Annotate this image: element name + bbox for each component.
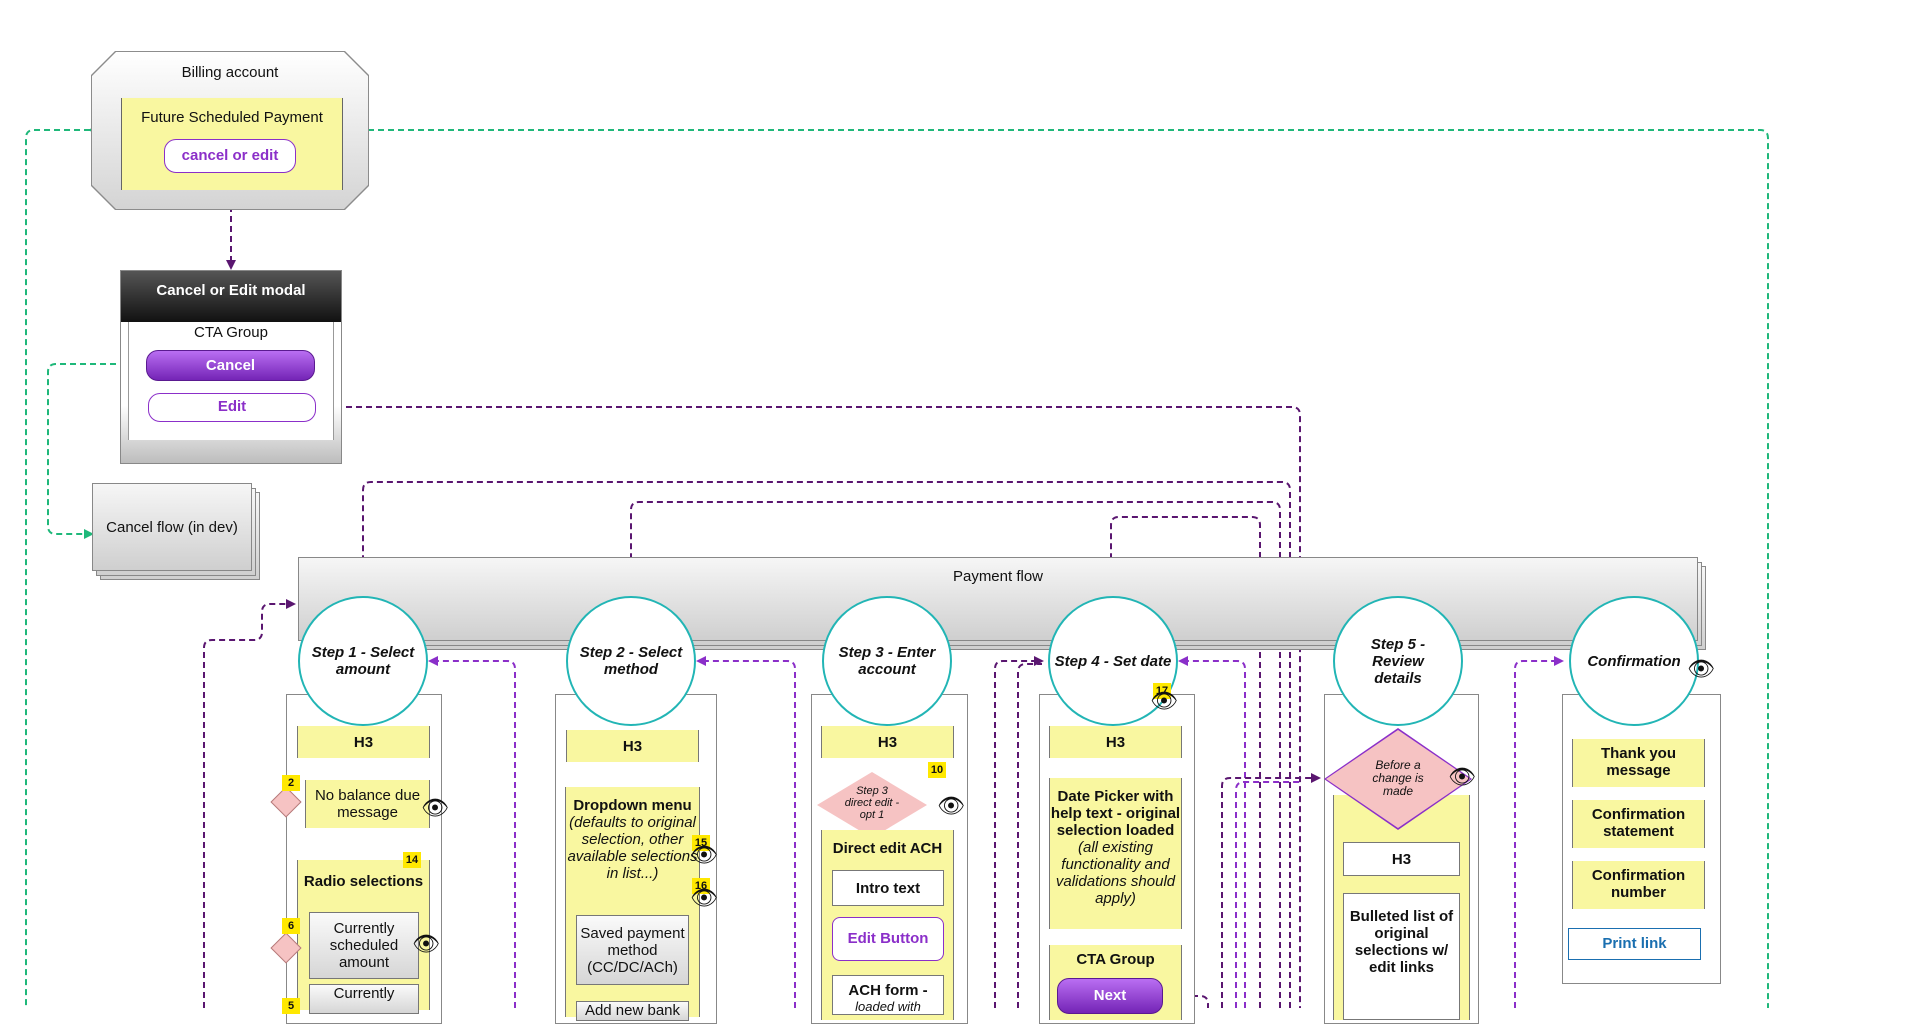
bulleted-list: Bulleted list of original selections w/ … [1343, 893, 1460, 1020]
saved-payment-label: Saved payment method (CC/DC/ACh) [580, 924, 685, 976]
step3-label: Step 3 - Enter account [838, 644, 936, 678]
confirmation-circle[interactable]: Confirmation [1569, 596, 1699, 726]
confirmation-label: Confirmation [1587, 652, 1681, 670]
cancel-flow-label: Cancel flow (in dev) [106, 518, 238, 536]
add-new-bank-label: Add new bank [584, 1002, 681, 1019]
step4-cta-label: CTA Group [1076, 951, 1155, 968]
step2-h3: H3 [566, 730, 699, 762]
wire-back-step4 [1178, 656, 1246, 1008]
step4-label: Step 4 - Set date [1054, 652, 1172, 670]
currently-option[interactable]: Currently [309, 984, 419, 1014]
step1-label: Step 1 - Select amount [311, 644, 415, 678]
wire-back-step2 [696, 656, 796, 1008]
dropdown-desc: (defaults to original selection, other a… [567, 814, 698, 882]
bulleted-list-label: Bulleted list of original selections w/ … [1349, 908, 1454, 976]
eye-icon: 👁 [421, 795, 449, 820]
wire-next-right [1162, 995, 1209, 1008]
billing-account-title: Billing account [181, 64, 279, 81]
wire-to-confirm [1514, 656, 1564, 1008]
saved-payment-method[interactable]: Saved payment method (CC/DC/ACh) [576, 915, 689, 985]
wire-green-left [25, 125, 98, 1008]
wire-into-step4-b [1017, 663, 1042, 1008]
step3-decision-label: Step 3 direct edit - opt 1 [844, 785, 900, 821]
intro-text: Intro text [832, 870, 944, 906]
radio-selections-label: Radio selections [303, 873, 424, 890]
badge-15: 15 [692, 835, 710, 851]
step3-circle[interactable]: Step 3 - Enter account [822, 596, 952, 726]
badge-16: 16 [692, 878, 710, 894]
add-new-bank[interactable]: Add new bank [576, 1001, 689, 1021]
intro-text-label: Intro text [855, 879, 921, 897]
step5-circle[interactable]: Step 5 - Review details [1333, 596, 1463, 726]
step5-label: Step 5 - Review details [1370, 635, 1426, 687]
eye-icon: 👁 [937, 793, 965, 818]
payment-flow-box [298, 557, 1698, 641]
wire-to-step2 [626, 501, 1281, 1008]
badge-2: 2 [282, 775, 300, 791]
eye-icon: 👁 [412, 931, 440, 956]
badge-17: 17 [1153, 683, 1171, 699]
confirmation-statement: Confirmation statement [1572, 800, 1705, 848]
step4-circle[interactable]: Step 4 - Set date [1048, 596, 1178, 726]
step5-h3-label: H3 [1391, 850, 1412, 868]
step1-h3: H3 [297, 726, 430, 758]
step5-decision-label: Before a change is made [1372, 758, 1424, 798]
future-payment-label: Future Scheduled Payment [141, 109, 323, 126]
badge-5: 5 [282, 998, 300, 1014]
step3-h3: H3 [821, 726, 954, 758]
date-picker-box[interactable]: Date Picker with help text - original se… [1049, 778, 1182, 929]
badge-14: 14 [403, 852, 421, 868]
wire-into-diamond [1221, 773, 1321, 1008]
date-picker-desc: (all existing functionality and validati… [1055, 839, 1176, 907]
currently-scheduled-amount[interactable]: Currently scheduled amount [309, 912, 419, 979]
next-button[interactable]: Next [1057, 978, 1163, 1014]
currently-scheduled-label: Currently scheduled amount [329, 920, 399, 971]
print-link[interactable]: Print link [1568, 928, 1701, 960]
ach-form: ACH form - loaded with [832, 975, 944, 1015]
cancel-or-edit-button[interactable]: cancel or edit [164, 139, 296, 173]
eye-icon: 👁 [690, 842, 718, 867]
modal-cancel-button[interactable]: Cancel [146, 350, 315, 381]
dropdown-menu-text: Dropdown menu (defaults to original sele… [565, 797, 700, 882]
thank-you-message: Thank you message [1572, 739, 1705, 787]
wire-green-cancel [47, 363, 146, 539]
modal-title: Cancel or Edit modal [121, 271, 341, 322]
modal-edit-button[interactable]: Edit [148, 393, 316, 422]
wire-into-diamond-b [1235, 781, 1300, 1008]
step4-h3: H3 [1049, 726, 1182, 758]
eye-icon: 👁 [1687, 656, 1715, 681]
eye-icon: 👁 [1448, 764, 1476, 789]
step5-h3: H3 [1343, 842, 1460, 876]
wire-to-step1 [358, 481, 1291, 1008]
badge-6: 6 [282, 918, 300, 934]
modal-cta-group-label: CTA Group [194, 324, 268, 341]
wire-into-step4-a [994, 656, 1044, 1008]
step2-circle[interactable]: Step 2 - Select method [566, 596, 696, 726]
dropdown-title: Dropdown menu [573, 797, 692, 814]
eye-icon: 👁 [1150, 688, 1178, 713]
step3-edit-button[interactable]: Edit Button [832, 917, 944, 961]
wire-green-right [360, 125, 1769, 1008]
confirmation-number: Confirmation number [1572, 861, 1705, 909]
ach-form-title: ACH form - [848, 982, 928, 999]
payment-flow-title: Payment flow [952, 568, 1044, 585]
wire-left-step1 [203, 599, 296, 1008]
wire-back-step1 [428, 656, 516, 1008]
step2-label: Step 2 - Select method [579, 644, 683, 678]
wire-edit-right [316, 406, 1301, 1008]
cancel-flow-box[interactable]: Cancel flow (in dev) [92, 483, 252, 571]
wire-to-step4 [1106, 516, 1261, 1008]
no-balance-message: No balance due message [305, 780, 430, 828]
eye-icon: 👁 [690, 885, 718, 910]
step1-circle[interactable]: Step 1 - Select amount [298, 596, 428, 726]
date-picker-title: Date Picker with help text - original se… [1050, 788, 1181, 839]
direct-edit-label: Direct edit ACH [832, 840, 943, 857]
badge-10: 10 [928, 762, 946, 778]
currently-label: Currently [333, 985, 395, 1002]
ach-form-sub: loaded with [855, 999, 921, 1014]
